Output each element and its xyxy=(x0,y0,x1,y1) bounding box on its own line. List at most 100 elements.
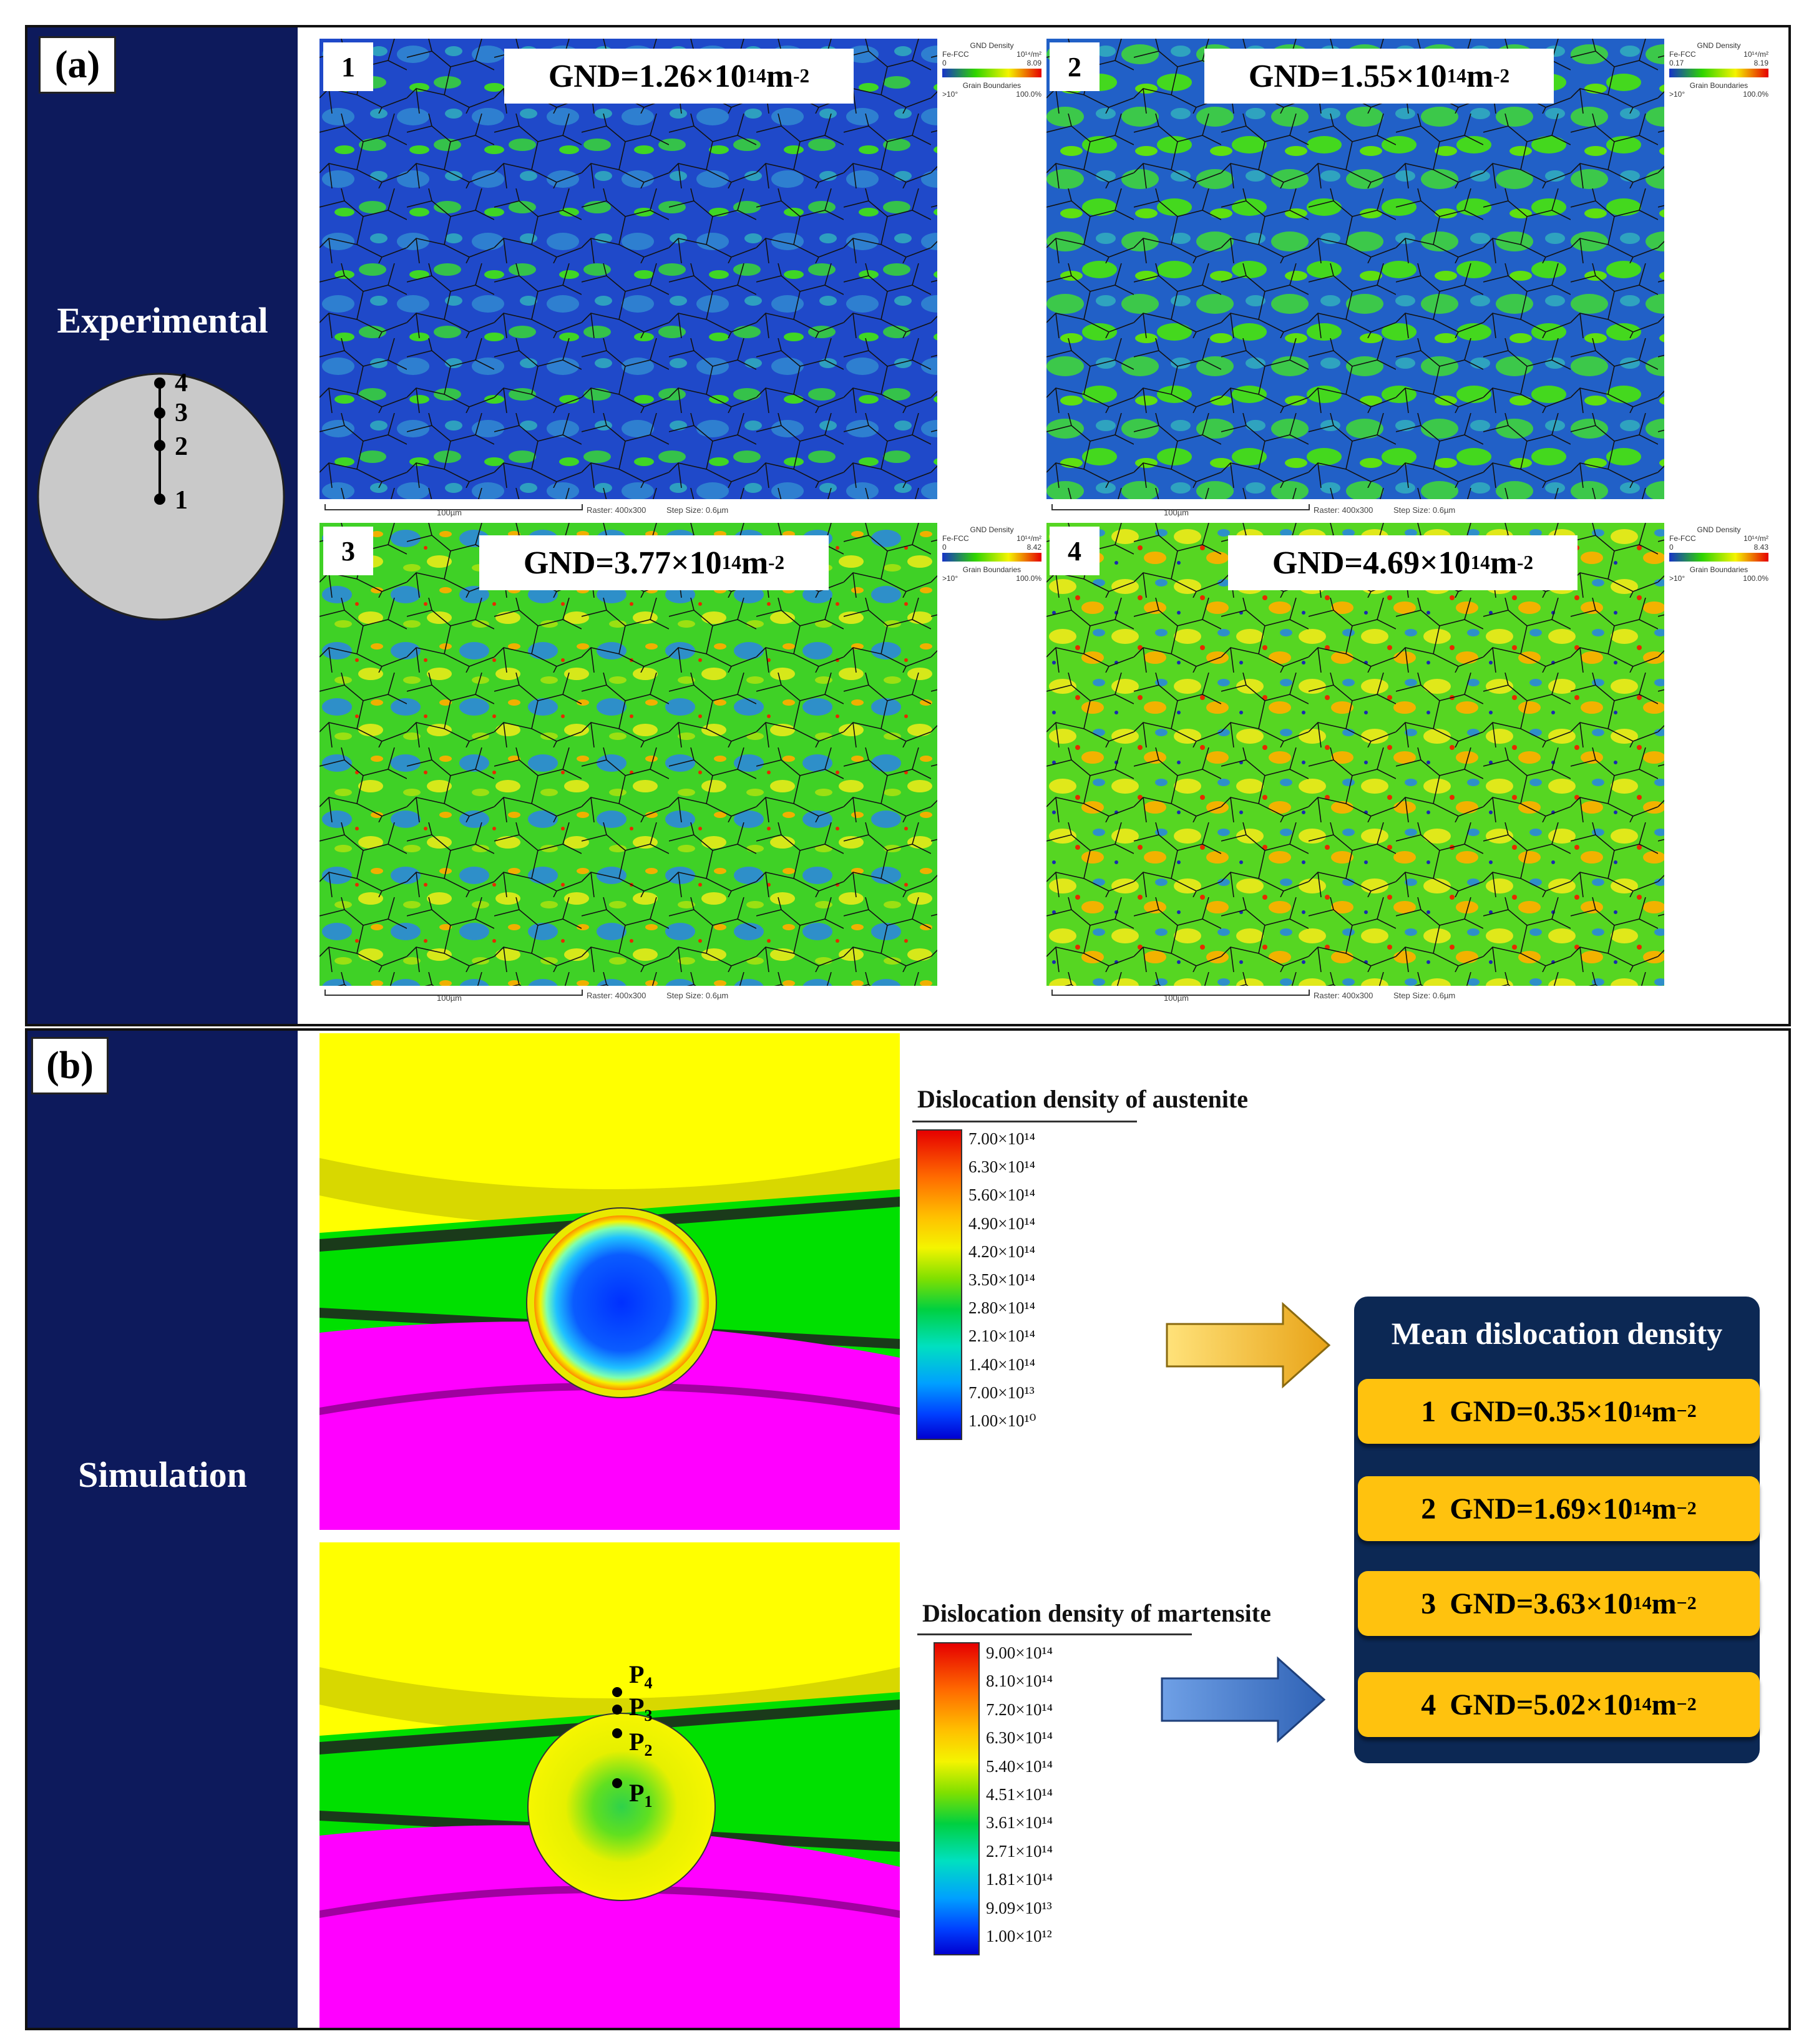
martensite-tick-label: 9.00×10¹⁴ xyxy=(986,1643,1053,1662)
map-3-legend-phase: Fe-FCC xyxy=(942,534,969,543)
martensite-tick-label: 1.81×10¹⁴ xyxy=(986,1870,1053,1889)
map-3-legend-unit: 10¹⁴/m² xyxy=(1017,534,1041,543)
map-3-gnd-prefix: GND=3.77×10 xyxy=(523,545,722,581)
map-1-legend: GND Density Fe-FCC 10¹⁴/m² 0 8.09 Grain … xyxy=(937,39,1046,499)
map-1-gnd-prefix: GND=1.26×10 xyxy=(548,58,747,94)
austenite-tick-label: 4.90×10¹⁴ xyxy=(968,1214,1035,1233)
martensite-tick-label: 1.00×10¹² xyxy=(986,1927,1052,1945)
disc-point-label-1: 1 xyxy=(175,486,188,515)
austenite-tick-label: 6.30×10¹⁴ xyxy=(968,1157,1035,1177)
sim-point-p2-base: P xyxy=(629,1728,645,1756)
map-4-number: 4 xyxy=(1050,527,1100,575)
map-1-gnd-exp: 14 xyxy=(746,65,766,87)
austenite-tick-label: 5.60×10¹⁴ xyxy=(968,1185,1035,1205)
map-4-raster: Raster: 400x300 xyxy=(1314,991,1373,1000)
gnd-map-1 xyxy=(319,39,937,499)
map-3-scalebar xyxy=(324,990,583,996)
map-3-scale-text: 100µm xyxy=(437,993,462,1003)
map-3-gnd-exp: 14 xyxy=(721,552,741,573)
mean-item-3-unit-exp: −2 xyxy=(1676,1593,1697,1613)
panel-b-tag: (b) xyxy=(31,1037,109,1094)
map-2-gb-range: >10° xyxy=(1669,90,1685,99)
map-4-gnd-unit: m xyxy=(1490,545,1518,581)
martensite-colorbar-title: Dislocation density of martensite xyxy=(922,1599,1271,1627)
mean-item-2-unit-exp: −2 xyxy=(1676,1498,1697,1519)
sim-point-p3-base: P xyxy=(629,1693,645,1721)
map-2-gnd-unit: m xyxy=(1466,58,1494,94)
map-2-scale-text: 100µm xyxy=(1164,508,1189,517)
mean-item-1-exp: 14 xyxy=(1632,1401,1652,1421)
mean-item-4-unit-exp: −2 xyxy=(1676,1694,1697,1715)
sim-point-p1-base: P xyxy=(629,1779,645,1807)
mean-item-1-text: GND=0.35×10 xyxy=(1450,1394,1633,1428)
austenite-tick-label: 7.00×10¹³ xyxy=(968,1383,1035,1402)
map-3-legend-min: 0 xyxy=(942,543,947,552)
map-1-number: 1 xyxy=(323,42,373,91)
austenite-tick-label: 1.00×10¹⁰ xyxy=(968,1411,1036,1430)
austenite-tick-label: 3.50×10¹⁴ xyxy=(968,1270,1035,1289)
disc-point-label-2: 2 xyxy=(175,432,188,461)
map-1-scalebar xyxy=(324,504,583,510)
map-2-gnd-exp: 14 xyxy=(1446,65,1466,87)
map-4-legend-unit: 10¹⁴/m² xyxy=(1743,534,1768,543)
mean-item-2-exp: 14 xyxy=(1632,1498,1652,1519)
map-2-gb-title: Grain Boundaries xyxy=(1689,81,1748,90)
map-2-raster: Raster: 400x300 xyxy=(1314,505,1373,515)
sim-point-p4-sub: 4 xyxy=(644,1674,653,1692)
map-1-gnd-unit-exp: -2 xyxy=(793,65,810,87)
mean-item-4-unit: m xyxy=(1651,1688,1677,1721)
map-4-legend: GND Density Fe-FCC 10¹⁴/m² 0 8.43 Grain … xyxy=(1664,523,1773,986)
sim-point-p3: P3 xyxy=(629,1692,652,1725)
map-2-legend-bar xyxy=(1669,69,1768,77)
map-2-legend: GND Density Fe-FCC 10¹⁴/m² 0.17 8.19 Gra… xyxy=(1664,39,1773,499)
mean-item-1-num: 1 xyxy=(1421,1394,1436,1428)
map-1-step: Step Size: 0.6µm xyxy=(666,505,729,515)
map-2-legend-unit: 10¹⁴/m² xyxy=(1743,50,1768,59)
panel-a-tag: (a) xyxy=(39,36,116,94)
map-4-legend-min: 0 xyxy=(1669,543,1674,552)
sim-point-p4: P4 xyxy=(629,1660,652,1693)
map-1-gb-title: Grain Boundaries xyxy=(962,81,1022,90)
mean-item-1-unit: m xyxy=(1651,1394,1677,1428)
martensite-tick-label: 5.40×10¹⁴ xyxy=(986,1756,1053,1776)
sim-point-p2: P2 xyxy=(629,1727,652,1760)
austenite-tick-label: 1.40×10¹⁴ xyxy=(968,1355,1035,1374)
map-4-gb-range: >10° xyxy=(1669,574,1685,583)
map-1-legend-phase: Fe-FCC xyxy=(942,50,969,59)
sample-disc xyxy=(37,372,285,621)
map-2-step: Step Size: 0.6µm xyxy=(1393,505,1456,515)
sim-point-p2-sub: 2 xyxy=(644,1741,653,1759)
map-3-gnd-unit-exp: -2 xyxy=(768,552,785,573)
map-3-gnd-unit: m xyxy=(741,545,769,581)
sim-austenite-contour xyxy=(319,1033,900,1530)
mean-item-3-exp: 14 xyxy=(1632,1593,1652,1613)
map-1-legend-unit: 10¹⁴/m² xyxy=(1017,50,1041,59)
martensite-tick-label: 4.51×10¹⁴ xyxy=(986,1785,1053,1804)
disc-point-label-3: 3 xyxy=(175,399,188,427)
map-1-gnd-unit: m xyxy=(766,58,794,94)
map-3-gb-title: Grain Boundaries xyxy=(962,565,1022,574)
map-4-gb-pct: 100.0% xyxy=(1743,574,1768,583)
map-4-gnd-prefix: GND=4.69×10 xyxy=(1272,545,1471,581)
map-3-legend-bar xyxy=(942,553,1041,562)
austenite-title-underline xyxy=(912,1121,1137,1122)
austenite-tick-label: 2.10×10¹⁴ xyxy=(968,1326,1035,1346)
mean-density-title: Mean dislocation density xyxy=(1391,1316,1723,1351)
map-3-raster: Raster: 400x300 xyxy=(587,991,646,1000)
map-2-legend-min: 0.17 xyxy=(1669,59,1684,67)
map-3-step: Step Size: 0.6µm xyxy=(666,991,729,1000)
mean-item-2-unit: m xyxy=(1651,1492,1677,1526)
panel-b-sidebar xyxy=(27,1031,298,2028)
map-2-number: 2 xyxy=(1050,42,1100,91)
gnd-map-2 xyxy=(1046,39,1664,499)
map-4-gb-title: Grain Boundaries xyxy=(1689,565,1748,574)
austenite-tick-label: 7.00×10¹⁴ xyxy=(968,1129,1035,1148)
map-4-step: Step Size: 0.6µm xyxy=(1393,991,1456,1000)
map-4-scalebar xyxy=(1051,990,1310,996)
